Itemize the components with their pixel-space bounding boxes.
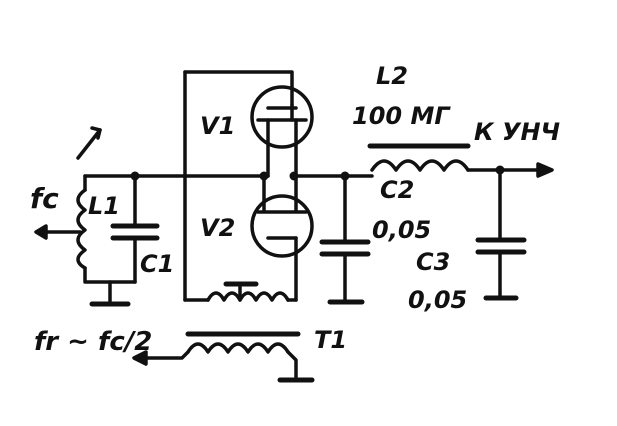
v1-diode-icon	[250, 85, 314, 149]
t1-primary-coil-icon	[206, 291, 290, 302]
output-arrow-icon	[536, 162, 554, 178]
l2-coil-icon	[370, 159, 470, 172]
fr-arrow-icon	[132, 350, 148, 366]
diode-block	[183, 70, 314, 302]
fc-label: fc	[30, 182, 59, 215]
c2-label: C2	[380, 176, 414, 204]
tuning-arrow-icon	[76, 128, 102, 160]
l1-c1-tank	[34, 126, 270, 307]
v2-diode-icon	[250, 194, 314, 258]
l2-value-label: 100 МГ	[352, 102, 451, 130]
c3-label: C3	[416, 248, 450, 276]
c2-value-label: 0,05	[372, 216, 431, 244]
c3-value-label: 0,05	[408, 286, 467, 314]
t1-secondary-coil-icon	[186, 342, 290, 354]
l2-label: L2	[376, 62, 408, 90]
l1-label: L1	[88, 192, 120, 220]
output-filter	[292, 143, 554, 305]
l1-coil-icon	[76, 188, 87, 270]
output-label: К УНЧ	[474, 118, 560, 146]
t1-label: T1	[314, 326, 347, 354]
t1-transformer	[132, 331, 315, 383]
v2-label: V2	[200, 214, 235, 242]
fr-label: fr ~ fc/2	[34, 327, 152, 357]
c1-label: C1	[140, 250, 174, 278]
v1-label: V1	[200, 112, 235, 140]
